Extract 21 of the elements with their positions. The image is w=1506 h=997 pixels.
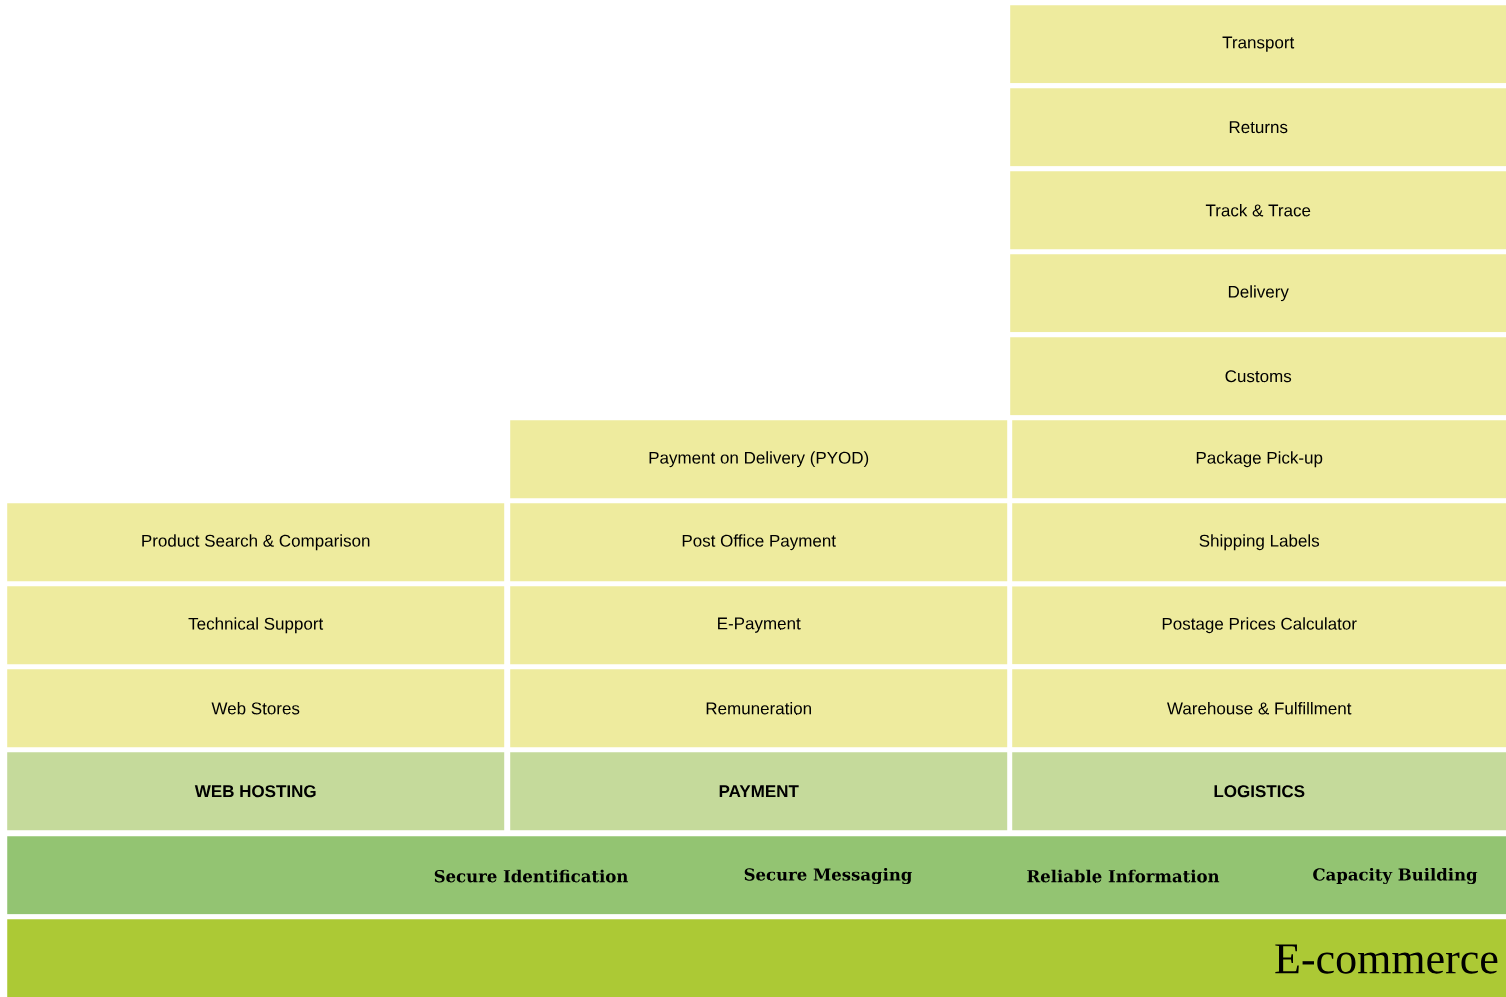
service-box: Transport	[1010, 5, 1506, 84]
service-box: Returns	[1010, 88, 1506, 167]
service-box: E-Payment	[510, 586, 1008, 665]
base-band: E-commerce	[7, 919, 1506, 997]
foundation-band: Secure Identification Secure Messaging Reliable Information Capacity Building	[7, 836, 1506, 915]
service-box: Remuneration	[510, 669, 1008, 748]
service-box: Postage Prices Calculator	[1012, 586, 1506, 665]
service-box: Post Office Payment	[510, 503, 1008, 582]
service-box: Shipping Labels	[1012, 503, 1506, 582]
service-box: Technical Support	[7, 586, 505, 665]
category-header: WEB HOSTING	[7, 752, 505, 831]
service-box: Customs	[1010, 337, 1506, 416]
service-box: Web Stores	[7, 669, 505, 748]
service-box: Product Search & Comparison	[7, 503, 505, 582]
service-box: Delivery	[1010, 254, 1506, 333]
service-box: Package Pick-up	[1012, 420, 1506, 499]
service-box: Payment on Delivery (PYOD)	[510, 420, 1008, 499]
service-box: Warehouse & Fulfillment	[1012, 669, 1506, 748]
category-header: LOGISTICS	[1012, 752, 1506, 831]
service-box: Track & Trace	[1010, 171, 1506, 250]
category-header: PAYMENT	[510, 752, 1008, 831]
